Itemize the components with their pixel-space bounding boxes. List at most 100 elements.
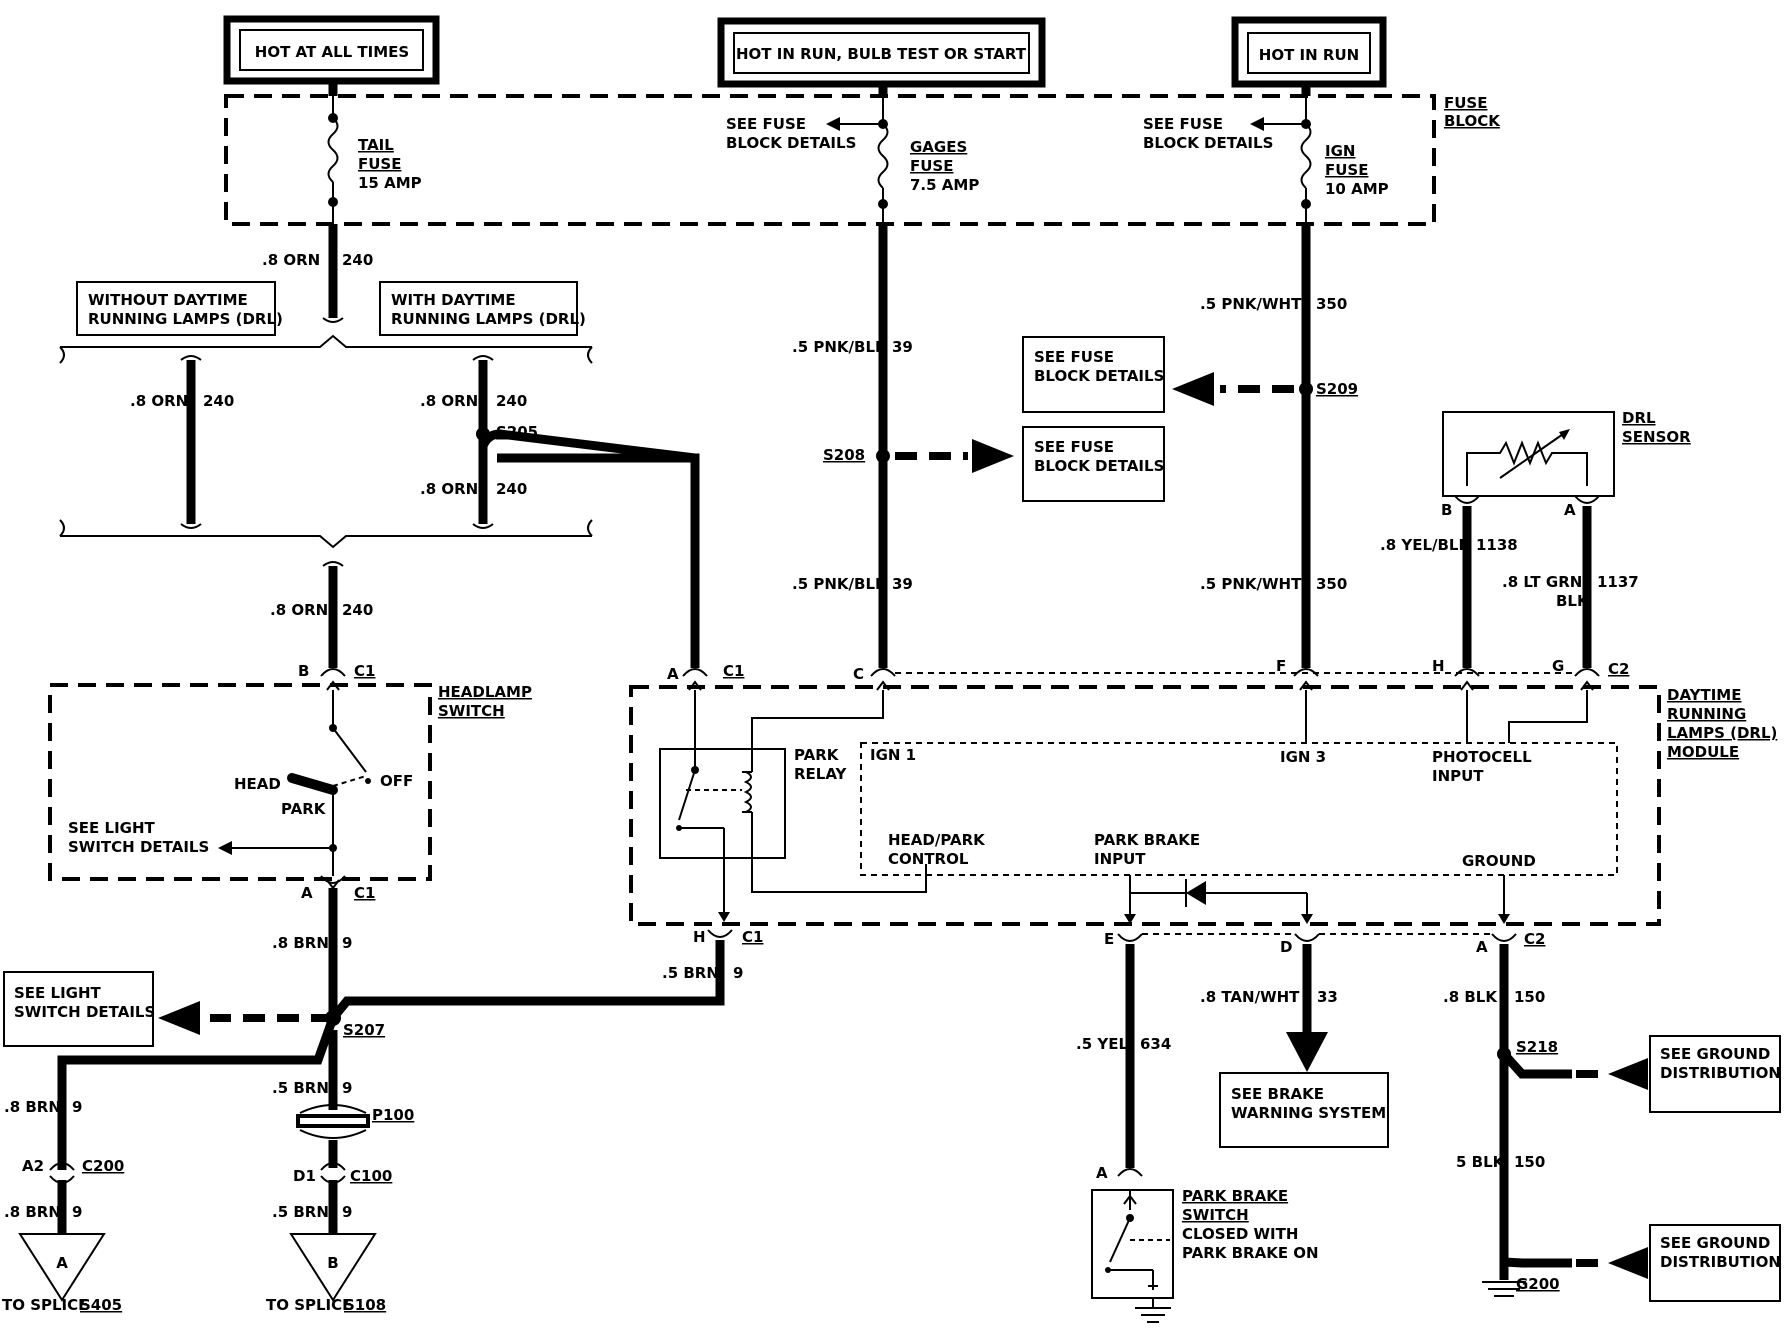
svg-text:IGN: IGN — [1325, 142, 1355, 160]
svg-text:240: 240 — [203, 392, 234, 410]
power-source-hot-at-all-times: HOT AT ALL TIMES — [223, 15, 440, 85]
svg-text:1137: 1137 — [1597, 573, 1639, 591]
svg-text:BLOCK DETAILS: BLOCK DETAILS — [1034, 457, 1164, 475]
svg-text:BLOCK DETAILS: BLOCK DETAILS — [1143, 134, 1273, 152]
power-source-hot-in-run: HOT IN RUN — [1231, 16, 1387, 88]
headlamp-switch: HEADLAMP SWITCH HEAD OFF PARK SEE LIGHT … — [48, 680, 532, 881]
svg-text:BLOCK DETAILS: BLOCK DETAILS — [726, 134, 856, 152]
svg-text:SWITCH: SWITCH — [438, 702, 505, 720]
svg-text:FUSE: FUSE — [910, 157, 953, 175]
svg-text:WARNING SYSTEM: WARNING SYSTEM — [1231, 1104, 1386, 1122]
svg-text:FUSE: FUSE — [358, 155, 401, 173]
svg-text:FUSE: FUSE — [1444, 94, 1487, 112]
gages-fuse: SEE FUSE BLOCK DETAILS GAGES FUSE 7.5 AM… — [726, 96, 979, 224]
tail-fuse: TAIL FUSE 15 AMP — [327, 96, 422, 224]
svg-text:E: E — [1104, 930, 1114, 948]
svg-text:.8 BLK: .8 BLK — [1443, 988, 1498, 1006]
svg-text:SEE FUSE: SEE FUSE — [1143, 115, 1223, 133]
svg-text:PARK: PARK — [794, 746, 840, 764]
svg-text:S208: S208 — [823, 446, 865, 464]
svg-text:.8 ORN: .8 ORN — [130, 392, 188, 410]
svg-text:SWITCH DETAILS: SWITCH DETAILS — [14, 1003, 155, 1021]
svg-text:.5 PNK/BLK: .5 PNK/BLK — [792, 338, 888, 356]
svg-text:A: A — [1564, 501, 1576, 519]
svg-text:A2: A2 — [22, 1157, 44, 1175]
svg-text:SEE LIGHT: SEE LIGHT — [68, 819, 156, 837]
svg-text:HOT IN RUN: HOT IN RUN — [1259, 46, 1359, 64]
svg-text:150: 150 — [1514, 988, 1545, 1006]
svg-text:A: A — [301, 884, 313, 902]
svg-text:SEE GROUND: SEE GROUND — [1660, 1234, 1770, 1252]
fuse-block: FUSE BLOCK — [224, 94, 1501, 226]
svg-text:SEE BRAKE: SEE BRAKE — [1231, 1085, 1324, 1103]
svg-text:9: 9 — [733, 964, 743, 982]
drl-sensor: DRL SENSOR B A — [1441, 409, 1691, 519]
svg-text:33: 33 — [1317, 988, 1338, 1006]
svg-text:B: B — [327, 1254, 338, 1272]
svg-text:.8 TAN/WHT: .8 TAN/WHT — [1200, 988, 1300, 1006]
drl-module: DAYTIME RUNNING LAMPS (DRL) MODULE PARK … — [629, 680, 1777, 926]
svg-text:S209: S209 — [1316, 380, 1358, 398]
svg-text:.8 ORN: .8 ORN — [270, 601, 328, 619]
svg-text:TO SPLICE: TO SPLICE — [266, 1296, 352, 1314]
splice-reference-b: B — [289, 1233, 377, 1302]
svg-text:SEE GROUND: SEE GROUND — [1660, 1045, 1770, 1063]
svg-text:.5 YEL: .5 YEL — [1076, 1035, 1128, 1053]
svg-text:SEE LIGHT: SEE LIGHT — [14, 984, 102, 1002]
svg-text:350: 350 — [1316, 295, 1347, 313]
svg-text:240: 240 — [496, 392, 527, 410]
svg-text:39: 39 — [892, 338, 913, 356]
svg-text:IGN 3: IGN 3 — [1280, 748, 1326, 766]
svg-text:240: 240 — [342, 601, 373, 619]
svg-text:F: F — [1276, 657, 1286, 675]
svg-text:S218: S218 — [1516, 1038, 1558, 1056]
see-fuse-block-box-s208: SEE FUSE BLOCK DETAILS — [1022, 426, 1165, 502]
svg-text:DISTRIBUTION: DISTRIBUTION — [1660, 1253, 1781, 1271]
svg-text:P100: P100 — [372, 1106, 414, 1124]
svg-text:SEE FUSE: SEE FUSE — [1034, 348, 1114, 366]
svg-text:350: 350 — [1316, 575, 1347, 593]
svg-text:CONTROL: CONTROL — [888, 850, 969, 868]
svg-text:634: 634 — [1140, 1035, 1171, 1053]
svg-text:A: A — [56, 1254, 68, 1272]
svg-text:C2: C2 — [1524, 930, 1545, 948]
svg-text:C2: C2 — [1608, 660, 1629, 678]
svg-text:.8 BRN: .8 BRN — [272, 934, 329, 952]
svg-text:SWITCH: SWITCH — [1182, 1206, 1249, 1224]
svg-text:SEE FUSE: SEE FUSE — [726, 115, 806, 133]
svg-text:HEADLAMP: HEADLAMP — [438, 683, 532, 701]
svg-text:9: 9 — [342, 934, 352, 952]
svg-text:C100: C100 — [350, 1167, 392, 1185]
svg-text:7.5 AMP: 7.5 AMP — [910, 176, 979, 194]
svg-text:.5 BRN: .5 BRN — [272, 1203, 329, 1221]
svg-text:DISTRIBUTION: DISTRIBUTION — [1660, 1064, 1781, 1082]
svg-text:C1: C1 — [723, 662, 744, 680]
svg-text:C1: C1 — [742, 928, 763, 946]
see-ground-distribution-box-s218: SEE GROUND DISTRIBUTION — [1649, 1035, 1781, 1113]
svg-text:S405: S405 — [80, 1296, 122, 1314]
svg-text:HEAD: HEAD — [234, 775, 281, 793]
svg-text:1138: 1138 — [1476, 536, 1518, 554]
svg-text:9: 9 — [342, 1203, 352, 1221]
svg-text:B: B — [298, 662, 309, 680]
svg-text:A: A — [1096, 1164, 1108, 1182]
svg-text:PARK BRAKE: PARK BRAKE — [1094, 831, 1200, 849]
svg-text:RUNNING LAMPS (DRL): RUNNING LAMPS (DRL) — [88, 310, 283, 328]
svg-text:240: 240 — [496, 480, 527, 498]
svg-text:.5 PNK/WHT: .5 PNK/WHT — [1200, 575, 1302, 593]
svg-text:SWITCH DETAILS: SWITCH DETAILS — [68, 838, 209, 856]
svg-text:.8 BRN: .8 BRN — [4, 1098, 61, 1116]
svg-text:9: 9 — [72, 1098, 82, 1116]
svg-text:HOT AT ALL TIMES: HOT AT ALL TIMES — [255, 43, 409, 61]
svg-text:240: 240 — [342, 251, 373, 269]
svg-text:C200: C200 — [82, 1157, 124, 1175]
see-brake-warning-box: SEE BRAKE WARNING SYSTEM — [1219, 1072, 1389, 1148]
svg-text:H: H — [1432, 657, 1445, 675]
pass-through-p100: P100 — [296, 1104, 414, 1139]
svg-text:HOT IN RUN, BULB TEST OR START: HOT IN RUN, BULB TEST OR START — [736, 45, 1027, 63]
svg-text:39: 39 — [892, 575, 913, 593]
svg-text:DRL: DRL — [1622, 409, 1656, 427]
see-light-switch-box: SEE LIGHT SWITCH DETAILS — [3, 971, 155, 1047]
svg-text:H: H — [693, 928, 706, 946]
power-source-hot-in-run-bulb-test-start: HOT IN RUN, BULB TEST OR START — [717, 17, 1046, 88]
